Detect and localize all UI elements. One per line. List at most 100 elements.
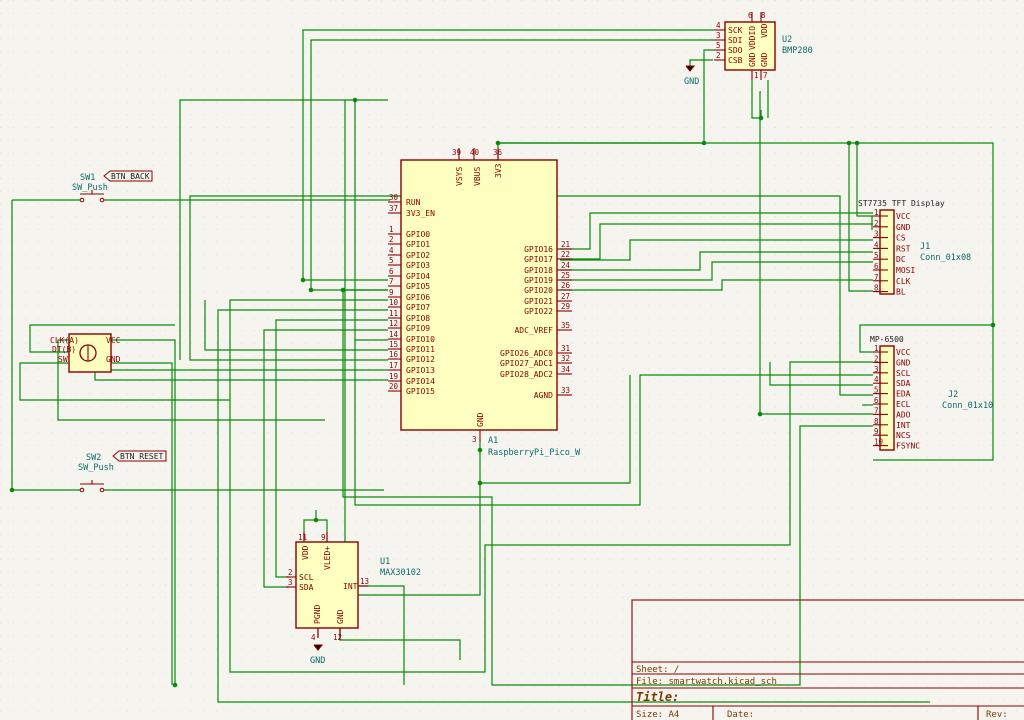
st7735-display-connector[interactable]: ST7735 TFT Display VCC1GND2CS3RST4DC5MOS… <box>858 199 971 297</box>
j2-pins-pin-label: NCS <box>896 431 911 440</box>
j2-ref: J2 <box>948 390 958 400</box>
pico-left-pin: GPIO11 <box>406 345 435 354</box>
max30102-pin-sda: SDA <box>299 583 314 592</box>
pico-left-pin: GPIO1 <box>406 240 430 249</box>
max30102-ref: U1 <box>380 557 390 567</box>
pico-right-pin: AGND <box>534 391 553 400</box>
j1-pins-pin-label: GND <box>896 223 911 232</box>
max30102-pin-int: INT <box>343 582 358 591</box>
max30102-pinnum: 11 <box>298 533 307 542</box>
bmp280-pinnum: 8 <box>761 11 766 20</box>
max30102-pin-pgnd: PGND <box>313 605 322 624</box>
j2-pins-pin-number: 3 <box>874 365 879 374</box>
pico-left-pin: GPIO12 <box>406 355 435 364</box>
pico-right-pinnum: 31 <box>561 344 570 353</box>
mp6500-connector[interactable]: MP-6500 VCC1GND2SCL3SDA4EDA5ECL6ADO7INT8… <box>870 335 993 451</box>
pico-left-pin: GPIO14 <box>406 377 435 386</box>
pico-left-pinnum: 5 <box>389 256 394 265</box>
bmp280-pinnum: 1 <box>754 71 759 80</box>
pico-left-pin: GPIO8 <box>406 314 430 323</box>
pico-left-pin: RUN <box>406 198 421 207</box>
j2-value: Conn_01x10 <box>942 401 993 411</box>
title-block: Sheet: / File: smartwatch.kicad_sch Titl… <box>631 599 1024 720</box>
j1-pins-pin-label: CS <box>896 234 906 243</box>
max30102-pin-vdd: VDD <box>301 545 310 560</box>
max30102-pinnum: 9 <box>321 533 326 542</box>
pico-left-pinnum: 11 <box>389 309 398 318</box>
rotary-encoder[interactable]: CLK(A) DT(B) SW VCC GND <box>50 333 121 373</box>
bmp280-ref: U2 <box>782 35 792 45</box>
pico-right-pin: GPIO22 <box>524 307 553 316</box>
bmp280-pinnum: 5 <box>716 41 721 50</box>
pico-ref: A1 <box>488 436 498 446</box>
j1-pins-pin-number: 6 <box>874 262 879 271</box>
pico-right-pin: GPIO28_ADC2 <box>500 370 553 379</box>
pico-left-pinnum: 19 <box>389 372 398 381</box>
svg-text:GND: GND <box>684 77 699 87</box>
pico-left-pinnum: 16 <box>389 350 399 359</box>
max30102-pinnum: 2 <box>288 568 293 577</box>
j2-pins-pin-label: ECL <box>896 400 911 409</box>
pico-left-pin: GPIO3 <box>406 261 430 270</box>
pico-left-pin: GPIO10 <box>406 335 435 344</box>
pico-right-pinnum: 35 <box>561 321 570 330</box>
j2-pins-pin-number: 4 <box>874 375 879 384</box>
pico-left-pinnum: 14 <box>389 330 399 339</box>
bmp280-pin-sdo: SDO <box>728 46 743 55</box>
pico-left-pin: GPIO2 <box>406 251 430 260</box>
j2-pins-pin-number: 9 <box>874 427 879 436</box>
pico-left-pin: GPIO6 <box>406 293 430 302</box>
pico-right-pin: ADC_VREF <box>514 326 553 335</box>
encoder-pin-dt: DT(B) <box>52 345 76 354</box>
pico-w-module[interactable]: RUN303V3_EN37GPIO01GPIO12GPIO24GPIO35GPI… <box>388 148 581 458</box>
pico-left-pin: GPIO9 <box>406 324 430 333</box>
encoder-pin-clk: CLK(A) <box>50 336 79 345</box>
pico-left-pinnum: 37 <box>389 204 398 213</box>
j2-pins-pin-label: EDA <box>896 390 911 399</box>
pico-right-pinnum: 22 <box>561 250 570 259</box>
pico-pin-3v3: 3V3 <box>494 163 503 178</box>
bmp280-pinnum: 6 <box>748 11 753 20</box>
pico-pin-gnd: GND <box>476 412 485 427</box>
max30102-pinnum: 4 <box>311 633 316 642</box>
j1-pins-pin-label: MOSI <box>896 266 915 275</box>
pico-right-pinnum: 29 <box>561 302 570 311</box>
pico-right-pin: GPIO19 <box>524 276 553 285</box>
max30102-pinnum: 12 <box>333 633 342 642</box>
pico-right-pinnum: 25 <box>561 271 570 280</box>
pico-left-pin: GPIO7 <box>406 303 430 312</box>
pico-pinnum-40: 40 <box>470 148 480 157</box>
bmp280-pin-gnd1: GND <box>748 52 757 67</box>
j1-pins-pin-number: 4 <box>874 240 879 249</box>
sw1-back-button[interactable]: SW1 SW_Push BTN_BACK <box>72 170 153 203</box>
pico-right-pinnum: 34 <box>561 365 571 374</box>
max30102-pinnum: 13 <box>360 577 369 586</box>
j1-pins-pin-label: CLK <box>896 277 911 286</box>
pico-left-pinnum: 2 <box>389 235 394 244</box>
sw2-reset-button[interactable]: SW2 SW_Push BTN_RESET <box>78 450 167 493</box>
pico-pinnum-36: 36 <box>493 148 503 157</box>
bmp280-pin-vdd: VDD <box>760 23 769 38</box>
pico-left-pinnum: 6 <box>389 267 394 276</box>
pico-left-pinnum: 7 <box>389 277 394 286</box>
pico-pin-vsys: VSYS <box>455 167 464 186</box>
sw2-value: SW_Push <box>78 463 114 473</box>
j1-pins-pin-number: 8 <box>874 284 879 293</box>
wires <box>11 29 994 703</box>
tb-date: Date: <box>727 710 754 720</box>
sw1-ref: SW1 <box>80 173 95 183</box>
j2-pins-pin-label: SDA <box>896 379 911 388</box>
encoder-pin-vcc: VCC <box>106 336 121 345</box>
pico-right-pinnum: 27 <box>561 292 570 301</box>
pico-right-pinnum: 21 <box>561 240 570 249</box>
pico-value: RaspberryPi_Pico_W <box>488 448 581 458</box>
tb-size: Size: A4 <box>636 710 679 720</box>
pico-right-pin: GPIO26_ADC0 <box>500 349 553 358</box>
j1-pins-pin-label: DC <box>896 255 906 264</box>
j2-pins-pin-label: SCL <box>896 369 911 378</box>
max30102-value: MAX30102 <box>380 568 421 578</box>
pico-left-pinnum: 4 <box>389 246 394 255</box>
max30102-sensor[interactable]: VDD VLED+ SCL SDA INT PGND GND 11 9 2 3 … <box>286 532 421 642</box>
pico-right-pinnum: 24 <box>561 261 571 270</box>
bmp280-sensor[interactable]: SCK SDI SDO CSB VDDIO VDD GND GND 4 3 5 … <box>714 11 813 80</box>
